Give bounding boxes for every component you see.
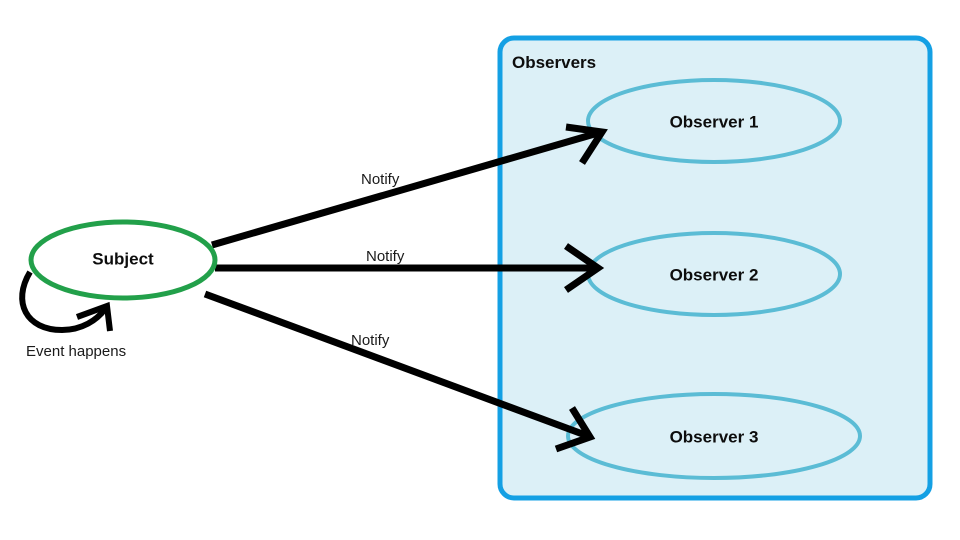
observer-3-label: Observer 3 bbox=[670, 427, 759, 446]
notify-edge-2-label: Notify bbox=[366, 248, 405, 265]
event-happens-self-loop[interactable] bbox=[19, 270, 113, 334]
observer-1-label: Observer 1 bbox=[670, 112, 759, 131]
observer-1-node[interactable] bbox=[586, 78, 842, 164]
subject-node[interactable] bbox=[28, 219, 218, 301]
notify-edge-3[interactable] bbox=[203, 290, 596, 453]
notify-edge-1-label: Notify bbox=[361, 171, 400, 188]
notify-edge-3-line bbox=[203, 290, 590, 440]
notify-edge-1-arrowhead bbox=[565, 123, 608, 165]
notify-edge-3-arrowhead bbox=[554, 406, 596, 453]
event-happens-arrowhead bbox=[75, 301, 113, 332]
subject-label: Subject bbox=[92, 249, 154, 268]
notify-edge-2-arrowhead bbox=[564, 243, 605, 293]
event-happens-label: Event happens bbox=[26, 343, 126, 360]
observers-group-title: Observers bbox=[512, 53, 596, 72]
notify-edge-1[interactable] bbox=[211, 123, 608, 249]
observer-3-node[interactable] bbox=[566, 392, 862, 480]
event-happens-arc bbox=[19, 270, 108, 334]
notify-edge-1-line bbox=[211, 129, 599, 249]
notify-edge-3-label: Notify bbox=[351, 332, 390, 349]
observer-2-label: Observer 2 bbox=[670, 265, 759, 284]
notify-edge-2[interactable] bbox=[215, 243, 605, 293]
